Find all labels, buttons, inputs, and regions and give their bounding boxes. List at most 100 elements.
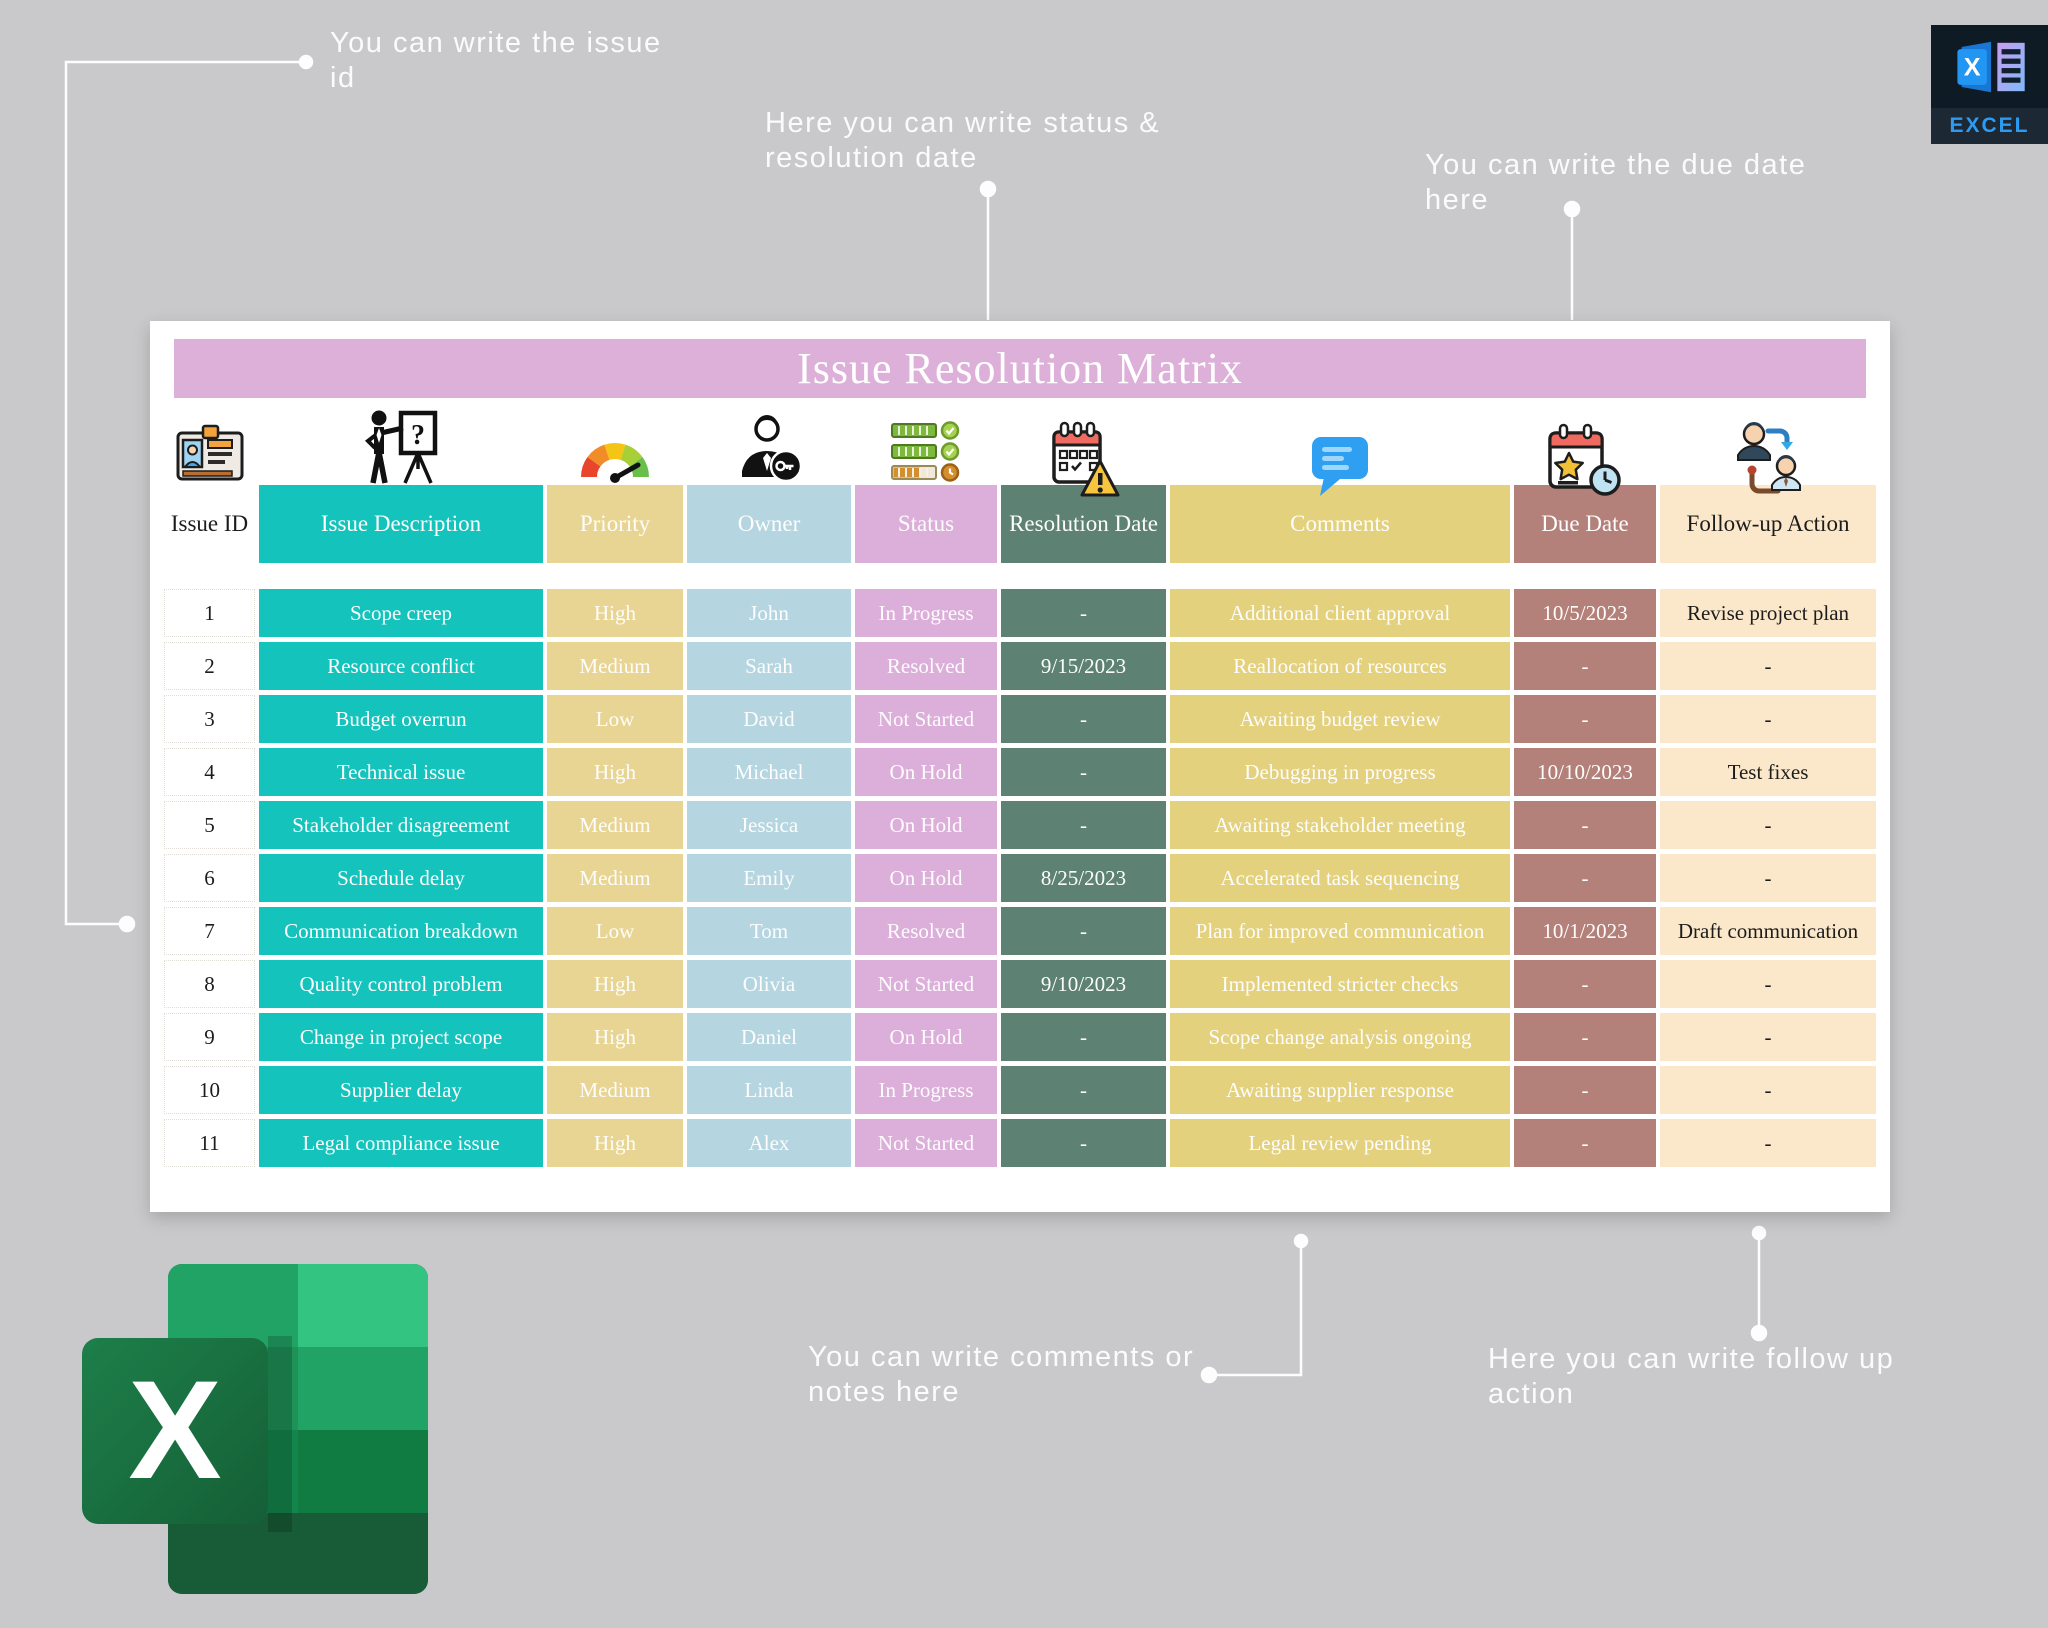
cell-follow_up[interactable]: - xyxy=(1660,1013,1876,1061)
cell-priority[interactable]: High xyxy=(547,960,683,1008)
cell-follow_up[interactable]: - xyxy=(1660,695,1876,743)
cell-priority[interactable]: Low xyxy=(547,907,683,955)
cell-status[interactable]: Resolved xyxy=(855,907,997,955)
cell-priority[interactable]: High xyxy=(547,748,683,796)
cell-comments[interactable]: Awaiting stakeholder meeting xyxy=(1170,801,1510,849)
cell-description[interactable]: Change in project scope xyxy=(259,1013,543,1061)
cell-owner[interactable]: Daniel xyxy=(687,1013,851,1061)
excel-logo: X xyxy=(70,1256,440,1606)
cell-due_date[interactable]: - xyxy=(1514,854,1656,902)
cell-due_date[interactable]: - xyxy=(1514,801,1656,849)
cell-due_date[interactable]: - xyxy=(1514,960,1656,1008)
cell-resolution_date[interactable]: - xyxy=(1001,907,1166,955)
cell-status[interactable]: Not Started xyxy=(855,695,997,743)
cell-follow_up[interactable]: - xyxy=(1660,960,1876,1008)
cell-issue_id[interactable]: 3 xyxy=(164,695,255,743)
cell-description[interactable]: Stakeholder disagreement xyxy=(259,801,543,849)
cell-comments[interactable]: Reallocation of resources xyxy=(1170,642,1510,690)
cell-status[interactable]: On Hold xyxy=(855,1013,997,1061)
cell-priority[interactable]: Medium xyxy=(547,642,683,690)
cell-owner[interactable]: Linda xyxy=(687,1066,851,1114)
cell-description[interactable]: Scope creep xyxy=(259,589,543,637)
cell-comments[interactable]: Scope change analysis ongoing xyxy=(1170,1013,1510,1061)
cell-resolution_date[interactable]: - xyxy=(1001,748,1166,796)
cell-description[interactable]: Schedule delay xyxy=(259,854,543,902)
cell-due_date[interactable]: 10/1/2023 xyxy=(1514,907,1656,955)
cell-priority[interactable]: High xyxy=(547,589,683,637)
cell-status[interactable]: Not Started xyxy=(855,1119,997,1167)
cell-owner[interactable]: Alex xyxy=(687,1119,851,1167)
cell-issue_id[interactable]: 10 xyxy=(164,1066,255,1114)
cell-follow_up[interactable]: - xyxy=(1660,1066,1876,1114)
cell-follow_up[interactable]: - xyxy=(1660,1119,1876,1167)
cell-status[interactable]: On Hold xyxy=(855,748,997,796)
cell-owner[interactable]: Sarah xyxy=(687,642,851,690)
cell-resolution_date[interactable]: - xyxy=(1001,1119,1166,1167)
cell-owner[interactable]: Olivia xyxy=(687,960,851,1008)
cell-comments[interactable]: Awaiting supplier response xyxy=(1170,1066,1510,1114)
cell-resolution_date[interactable]: 9/10/2023 xyxy=(1001,960,1166,1008)
cell-status[interactable]: On Hold xyxy=(855,801,997,849)
cell-description[interactable]: Legal compliance issue xyxy=(259,1119,543,1167)
cell-issue_id[interactable]: 9 xyxy=(164,1013,255,1061)
cell-description[interactable]: Technical issue xyxy=(259,748,543,796)
cell-priority[interactable]: Medium xyxy=(547,854,683,902)
cell-owner[interactable]: John xyxy=(687,589,851,637)
cell-owner[interactable]: Michael xyxy=(687,748,851,796)
cell-issue_id[interactable]: 1 xyxy=(164,589,255,637)
cell-comments[interactable]: Legal review pending xyxy=(1170,1119,1510,1167)
cell-follow_up[interactable]: - xyxy=(1660,854,1876,902)
cell-description[interactable]: Resource conflict xyxy=(259,642,543,690)
cell-comments[interactable]: Implemented stricter checks xyxy=(1170,960,1510,1008)
cell-description[interactable]: Supplier delay xyxy=(259,1066,543,1114)
cell-resolution_date[interactable]: - xyxy=(1001,695,1166,743)
cell-due_date[interactable]: - xyxy=(1514,1013,1656,1061)
cell-follow_up[interactable]: Draft communication xyxy=(1660,907,1876,955)
cell-follow_up[interactable]: Revise project plan xyxy=(1660,589,1876,637)
cell-issue_id[interactable]: 4 xyxy=(164,748,255,796)
cell-priority[interactable]: Medium xyxy=(547,1066,683,1114)
cell-resolution_date[interactable]: 9/15/2023 xyxy=(1001,642,1166,690)
cell-priority[interactable]: High xyxy=(547,1013,683,1061)
cell-comments[interactable]: Awaiting budget review xyxy=(1170,695,1510,743)
cell-priority[interactable]: Low xyxy=(547,695,683,743)
cell-status[interactable]: Not Started xyxy=(855,960,997,1008)
cell-due_date[interactable]: - xyxy=(1514,1119,1656,1167)
cell-owner[interactable]: David xyxy=(687,695,851,743)
cell-follow_up[interactable]: - xyxy=(1660,801,1876,849)
cell-due_date[interactable]: 10/5/2023 xyxy=(1514,589,1656,637)
cell-comments[interactable]: Accelerated task sequencing xyxy=(1170,854,1510,902)
cell-issue_id[interactable]: 5 xyxy=(164,801,255,849)
cell-due_date[interactable]: - xyxy=(1514,1066,1656,1114)
cell-follow_up[interactable]: Test fixes xyxy=(1660,748,1876,796)
cell-issue_id[interactable]: 6 xyxy=(164,854,255,902)
cell-due_date[interactable]: - xyxy=(1514,642,1656,690)
cell-owner[interactable]: Tom xyxy=(687,907,851,955)
cell-comments[interactable]: Plan for improved communication xyxy=(1170,907,1510,955)
cell-issue_id[interactable]: 7 xyxy=(164,907,255,955)
cell-issue_id[interactable]: 2 xyxy=(164,642,255,690)
cell-follow_up[interactable]: - xyxy=(1660,642,1876,690)
cell-priority[interactable]: Medium xyxy=(547,801,683,849)
cell-owner[interactable]: Jessica xyxy=(687,801,851,849)
cell-status[interactable]: In Progress xyxy=(855,589,997,637)
cell-resolution_date[interactable]: - xyxy=(1001,801,1166,849)
cell-resolution_date[interactable]: - xyxy=(1001,1013,1166,1061)
cell-due_date[interactable]: - xyxy=(1514,695,1656,743)
cell-issue_id[interactable]: 11 xyxy=(164,1119,255,1167)
cell-status[interactable]: On Hold xyxy=(855,854,997,902)
cell-description[interactable]: Communication breakdown xyxy=(259,907,543,955)
cell-resolution_date[interactable]: - xyxy=(1001,589,1166,637)
cell-resolution_date[interactable]: 8/25/2023 xyxy=(1001,854,1166,902)
cell-priority[interactable]: High xyxy=(547,1119,683,1167)
cell-comments[interactable]: Additional client approval xyxy=(1170,589,1510,637)
cell-comments[interactable]: Debugging in progress xyxy=(1170,748,1510,796)
cell-due_date[interactable]: 10/10/2023 xyxy=(1514,748,1656,796)
cell-description[interactable]: Quality control problem xyxy=(259,960,543,1008)
cell-owner[interactable]: Emily xyxy=(687,854,851,902)
cell-resolution_date[interactable]: - xyxy=(1001,1066,1166,1114)
cell-issue_id[interactable]: 8 xyxy=(164,960,255,1008)
cell-status[interactable]: In Progress xyxy=(855,1066,997,1114)
cell-description[interactable]: Budget overrun xyxy=(259,695,543,743)
cell-status[interactable]: Resolved xyxy=(855,642,997,690)
